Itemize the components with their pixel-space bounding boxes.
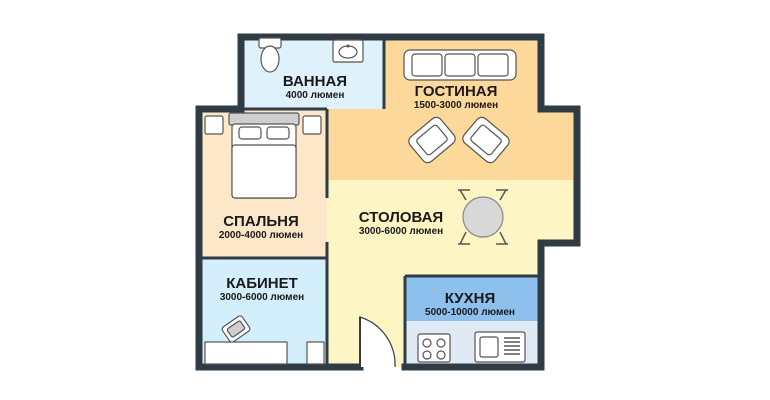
office-lumens: 3000-6000 люмен bbox=[220, 292, 304, 303]
dining-area bbox=[327, 180, 577, 367]
walls bbox=[195, 33, 581, 371]
stove-icon bbox=[417, 333, 451, 363]
bathroom-label: ВАННАЯ bbox=[283, 73, 347, 90]
desk-chair-icon bbox=[221, 315, 251, 343]
interior-walls bbox=[199, 37, 541, 367]
kitchen-lumens: 5000-10000 люмен bbox=[425, 307, 515, 318]
dining-room-lumens: 3000-6000 люмен bbox=[359, 226, 443, 237]
entrance-door bbox=[359, 316, 396, 368]
kitchen-label: КУХНЯ bbox=[445, 290, 495, 307]
desk-icon bbox=[204, 341, 325, 365]
dining-room-label: СТОЛОВАЯ bbox=[359, 209, 443, 226]
armchair-icon bbox=[462, 116, 510, 164]
dining-table-icon bbox=[458, 189, 508, 245]
bedroom-label: СПАЛЬНЯ bbox=[223, 213, 299, 230]
sink-icon bbox=[332, 39, 364, 63]
living-room-label: ГОСТИНАЯ bbox=[415, 83, 498, 100]
armchair-icon bbox=[408, 116, 456, 164]
bedroom-lumens: 2000-4000 люмен bbox=[219, 230, 303, 241]
kitchen-sink-icon bbox=[474, 331, 526, 363]
office-label: КАБИНЕТ bbox=[226, 275, 298, 292]
kitchen-area bbox=[405, 276, 541, 321]
bed-icon bbox=[204, 112, 322, 199]
toilet-icon bbox=[258, 37, 282, 73]
living-room-lumens: 1500-3000 люмен bbox=[414, 100, 498, 111]
bathroom-lumens: 4000 люмен bbox=[286, 90, 345, 101]
sofa-icon bbox=[403, 49, 517, 81]
